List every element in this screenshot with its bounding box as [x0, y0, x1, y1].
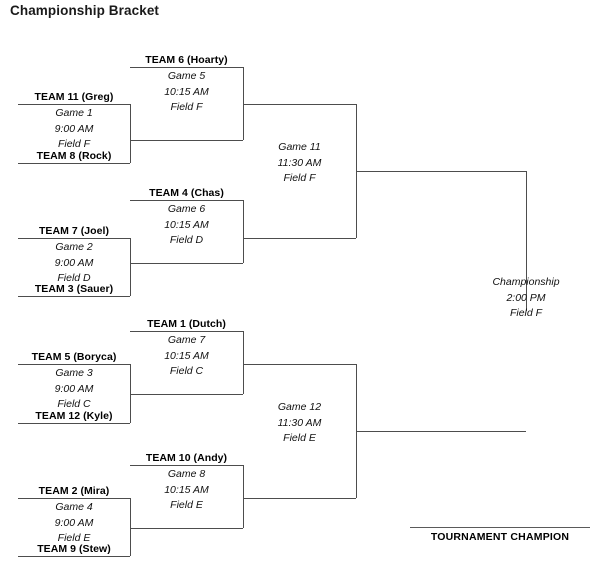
round1-game-4-bottom-team: TEAM 9 (Stew) — [37, 543, 111, 555]
round2-game-7-field: Field C — [169, 365, 204, 377]
round2-game-5-top-line — [130, 67, 243, 68]
round1-game-4-bottom-line — [18, 556, 130, 557]
round3-game-11-info: Game 11 11:30 AM Field F — [243, 140, 356, 187]
round2-game-5-top-team: TEAM 6 (Hoarty) — [145, 54, 228, 66]
round1-game-1-time: 9:00 AM — [54, 122, 94, 135]
round3-game-12-top-line — [243, 364, 356, 365]
round1-game-2-info: Game 2 9:00 AM Field D — [18, 240, 130, 287]
round1-game-2-top-team: TEAM 7 (Joel) — [38, 225, 110, 237]
round2-game-7-name: Game 7 — [167, 334, 206, 346]
final-info: Championship 2:00 PM Field F — [456, 275, 596, 322]
final-name: Championship — [492, 276, 560, 288]
round2-game-7-time: 10:15 AM — [164, 349, 209, 362]
round1-game-2-bottom-line — [18, 296, 130, 297]
round2-game-5-field: Field F — [170, 101, 203, 113]
round2-game-8-name: Game 8 — [167, 468, 206, 480]
round2-game-6-time: 10:15 AM — [164, 218, 209, 231]
round1-game-4-info: Game 4 9:00 AM Field E — [18, 500, 130, 547]
round2-game-7-info: Game 7 10:15 AM Field C — [130, 333, 243, 380]
round1-game-3-top-line — [18, 364, 130, 365]
round1-game-4-field: Field E — [57, 532, 91, 544]
round1-game-1-name: Game 1 — [55, 107, 93, 119]
round1-game-3-top-team: TEAM 5 (Boryca) — [31, 351, 117, 363]
round1-game-4-top-line — [18, 498, 130, 499]
round2-game-7-right-connector — [243, 331, 244, 394]
round1-game-3-bottom-line — [18, 423, 130, 424]
round2-game-5-bottom-line — [130, 140, 243, 141]
round1-game-4-time: 9:00 AM — [54, 516, 94, 529]
round2-game-6-field: Field D — [169, 234, 204, 246]
round1-game-2-name: Game 2 — [55, 241, 93, 253]
final-time: 2:00 PM — [506, 291, 546, 304]
round2-game-6-top-line — [130, 200, 243, 201]
round2-game-5-name: Game 5 — [167, 70, 206, 82]
round2-game-8-top-line — [130, 465, 243, 466]
round1-game-4-top-team: TEAM 2 (Mira) — [38, 485, 110, 497]
round1-game-1-field: Field F — [57, 138, 91, 150]
final-field: Field F — [509, 307, 543, 319]
round2-game-7-top-line — [130, 331, 243, 332]
round2-game-8-right-connector — [243, 465, 244, 528]
round1-game-1-right-connector — [130, 104, 131, 163]
final-bottom-line — [356, 431, 526, 432]
round2-game-8-info: Game 8 10:15 AM Field E — [130, 467, 243, 514]
round1-game-3-field: Field C — [57, 398, 91, 410]
round1-game-3-bottom-team: TEAM 12 (Kyle) — [35, 410, 113, 422]
round3-game-11-top-line — [243, 104, 356, 105]
round1-game-3-info: Game 3 9:00 AM Field C — [18, 366, 130, 413]
round3-game-11-name: Game 11 — [278, 141, 321, 153]
round2-game-8-field: Field E — [170, 499, 203, 511]
round3-game-11-bottom-line — [243, 238, 356, 239]
round1-game-2-time: 9:00 AM — [54, 256, 94, 269]
round2-game-5-right-connector — [243, 67, 244, 140]
round2-game-8-bottom-line — [130, 528, 243, 529]
champion-slot-label: TOURNAMENT CHAMPION — [430, 531, 570, 543]
round2-game-5-info: Game 5 10:15 AM Field F — [130, 69, 243, 116]
round1-game-3-time: 9:00 AM — [54, 382, 94, 395]
round2-game-7-bottom-line — [130, 394, 243, 395]
round2-game-7-top-team: TEAM 1 (Dutch) — [147, 318, 226, 330]
round1-game-1-top-team: TEAM 11 (Greg) — [34, 91, 114, 103]
page-title: Championship Bracket — [10, 3, 160, 18]
round1-game-3-name: Game 3 — [55, 367, 93, 379]
round3-game-11-time: 11:30 AM — [277, 156, 322, 169]
round2-game-5-time: 10:15 AM — [164, 85, 209, 98]
round3-game-12-name: Game 12 — [277, 401, 322, 413]
round1-game-4-name: Game 4 — [55, 501, 93, 513]
champion-slot-line — [410, 527, 590, 528]
round1-game-2-field: Field D — [57, 272, 91, 284]
round1-game-4-right-connector — [130, 498, 131, 556]
final-top-line — [356, 171, 526, 172]
round1-game-2-bottom-team: TEAM 3 (Sauer) — [34, 283, 114, 295]
round3-game-12-info: Game 12 11:30 AM Field E — [243, 400, 356, 447]
round3-game-11-field: Field F — [283, 172, 316, 184]
round2-game-8-top-team: TEAM 10 (Andy) — [145, 452, 228, 464]
round1-game-1-info: Game 1 9:00 AM Field F — [18, 106, 130, 153]
round1-game-1-bottom-team: TEAM 8 (Rock) — [36, 150, 112, 162]
round2-game-6-info: Game 6 10:15 AM Field D — [130, 202, 243, 249]
round2-game-6-bottom-line — [130, 263, 243, 264]
round2-game-8-time: 10:15 AM — [164, 483, 209, 496]
round2-game-6-right-connector — [243, 200, 244, 263]
round1-game-1-bottom-line — [18, 163, 130, 164]
round1-game-2-right-connector — [130, 238, 131, 296]
round1-game-2-top-line — [18, 238, 130, 239]
round1-game-1-top-line — [18, 104, 130, 105]
round3-game-12-time: 11:30 AM — [277, 416, 322, 429]
round1-game-3-right-connector — [130, 364, 131, 423]
round2-game-6-name: Game 6 — [167, 203, 206, 215]
final-right-connector — [526, 171, 527, 311]
round3-game-12-bottom-line — [243, 498, 356, 499]
round3-game-12-field: Field E — [283, 432, 316, 444]
round2-game-6-top-team: TEAM 4 (Chas) — [149, 187, 224, 199]
